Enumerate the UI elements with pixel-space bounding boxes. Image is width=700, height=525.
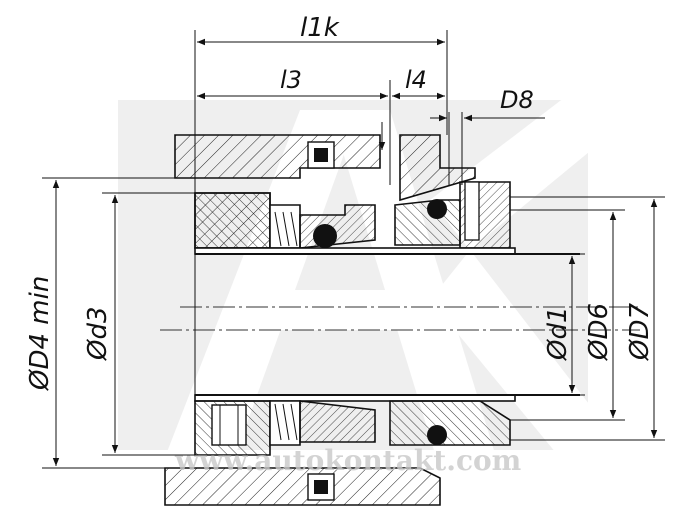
label-D4min: ØD4 min bbox=[25, 276, 55, 391]
upper-spring-housing bbox=[269, 204, 301, 249]
dim-d3: Ød3 bbox=[83, 192, 195, 456]
label-D6: ØD6 bbox=[584, 303, 614, 361]
lower-seat-oring bbox=[427, 425, 447, 445]
watermark-url: www.autokontakt.com bbox=[174, 444, 521, 477]
dim-l4: l4 bbox=[392, 66, 445, 100]
label-l3: l3 bbox=[280, 66, 302, 94]
dim-D4min: ØD4 min bbox=[25, 177, 175, 469]
lower-rotating-ring bbox=[299, 400, 376, 443]
watermark-letter-k-leg bbox=[430, 250, 640, 470]
lower-spring-housing bbox=[269, 400, 301, 446]
lower-stationary-seat bbox=[389, 400, 511, 446]
upper-seat-oring bbox=[427, 199, 447, 219]
dim-l3: l3 bbox=[197, 66, 391, 185]
dim-d1: Ød1 bbox=[515, 253, 585, 396]
lower-section bbox=[164, 394, 516, 506]
dim-D8: D8 bbox=[430, 86, 545, 185]
lower-spring-coils bbox=[274, 403, 298, 441]
upper-drive-collar bbox=[194, 192, 271, 249]
label-l1k: l1k bbox=[300, 13, 340, 43]
label-d3: Ød3 bbox=[83, 306, 113, 361]
lower-set-screw bbox=[211, 404, 247, 446]
label-D8: D8 bbox=[500, 86, 534, 114]
upper-spring-coils bbox=[274, 211, 298, 247]
label-D7: ØD7 bbox=[625, 303, 655, 361]
lower-set-screw-lines bbox=[219, 405, 239, 445]
label-l4: l4 bbox=[405, 66, 427, 94]
upper-oring-square bbox=[314, 148, 328, 162]
upper-gland-right bbox=[399, 134, 476, 202]
upper-rotating-oring bbox=[313, 224, 337, 248]
lower-housing bbox=[164, 467, 441, 506]
upper-section bbox=[174, 122, 516, 255]
dim-D6: ØD6 bbox=[510, 209, 625, 421]
dim-D7: ØD7 bbox=[510, 196, 665, 441]
label-d1: Ød1 bbox=[543, 306, 573, 361]
watermark-letter-a-bar bbox=[245, 290, 455, 330]
upper-clamp-slot bbox=[464, 181, 480, 241]
lower-oring-square bbox=[314, 480, 328, 494]
